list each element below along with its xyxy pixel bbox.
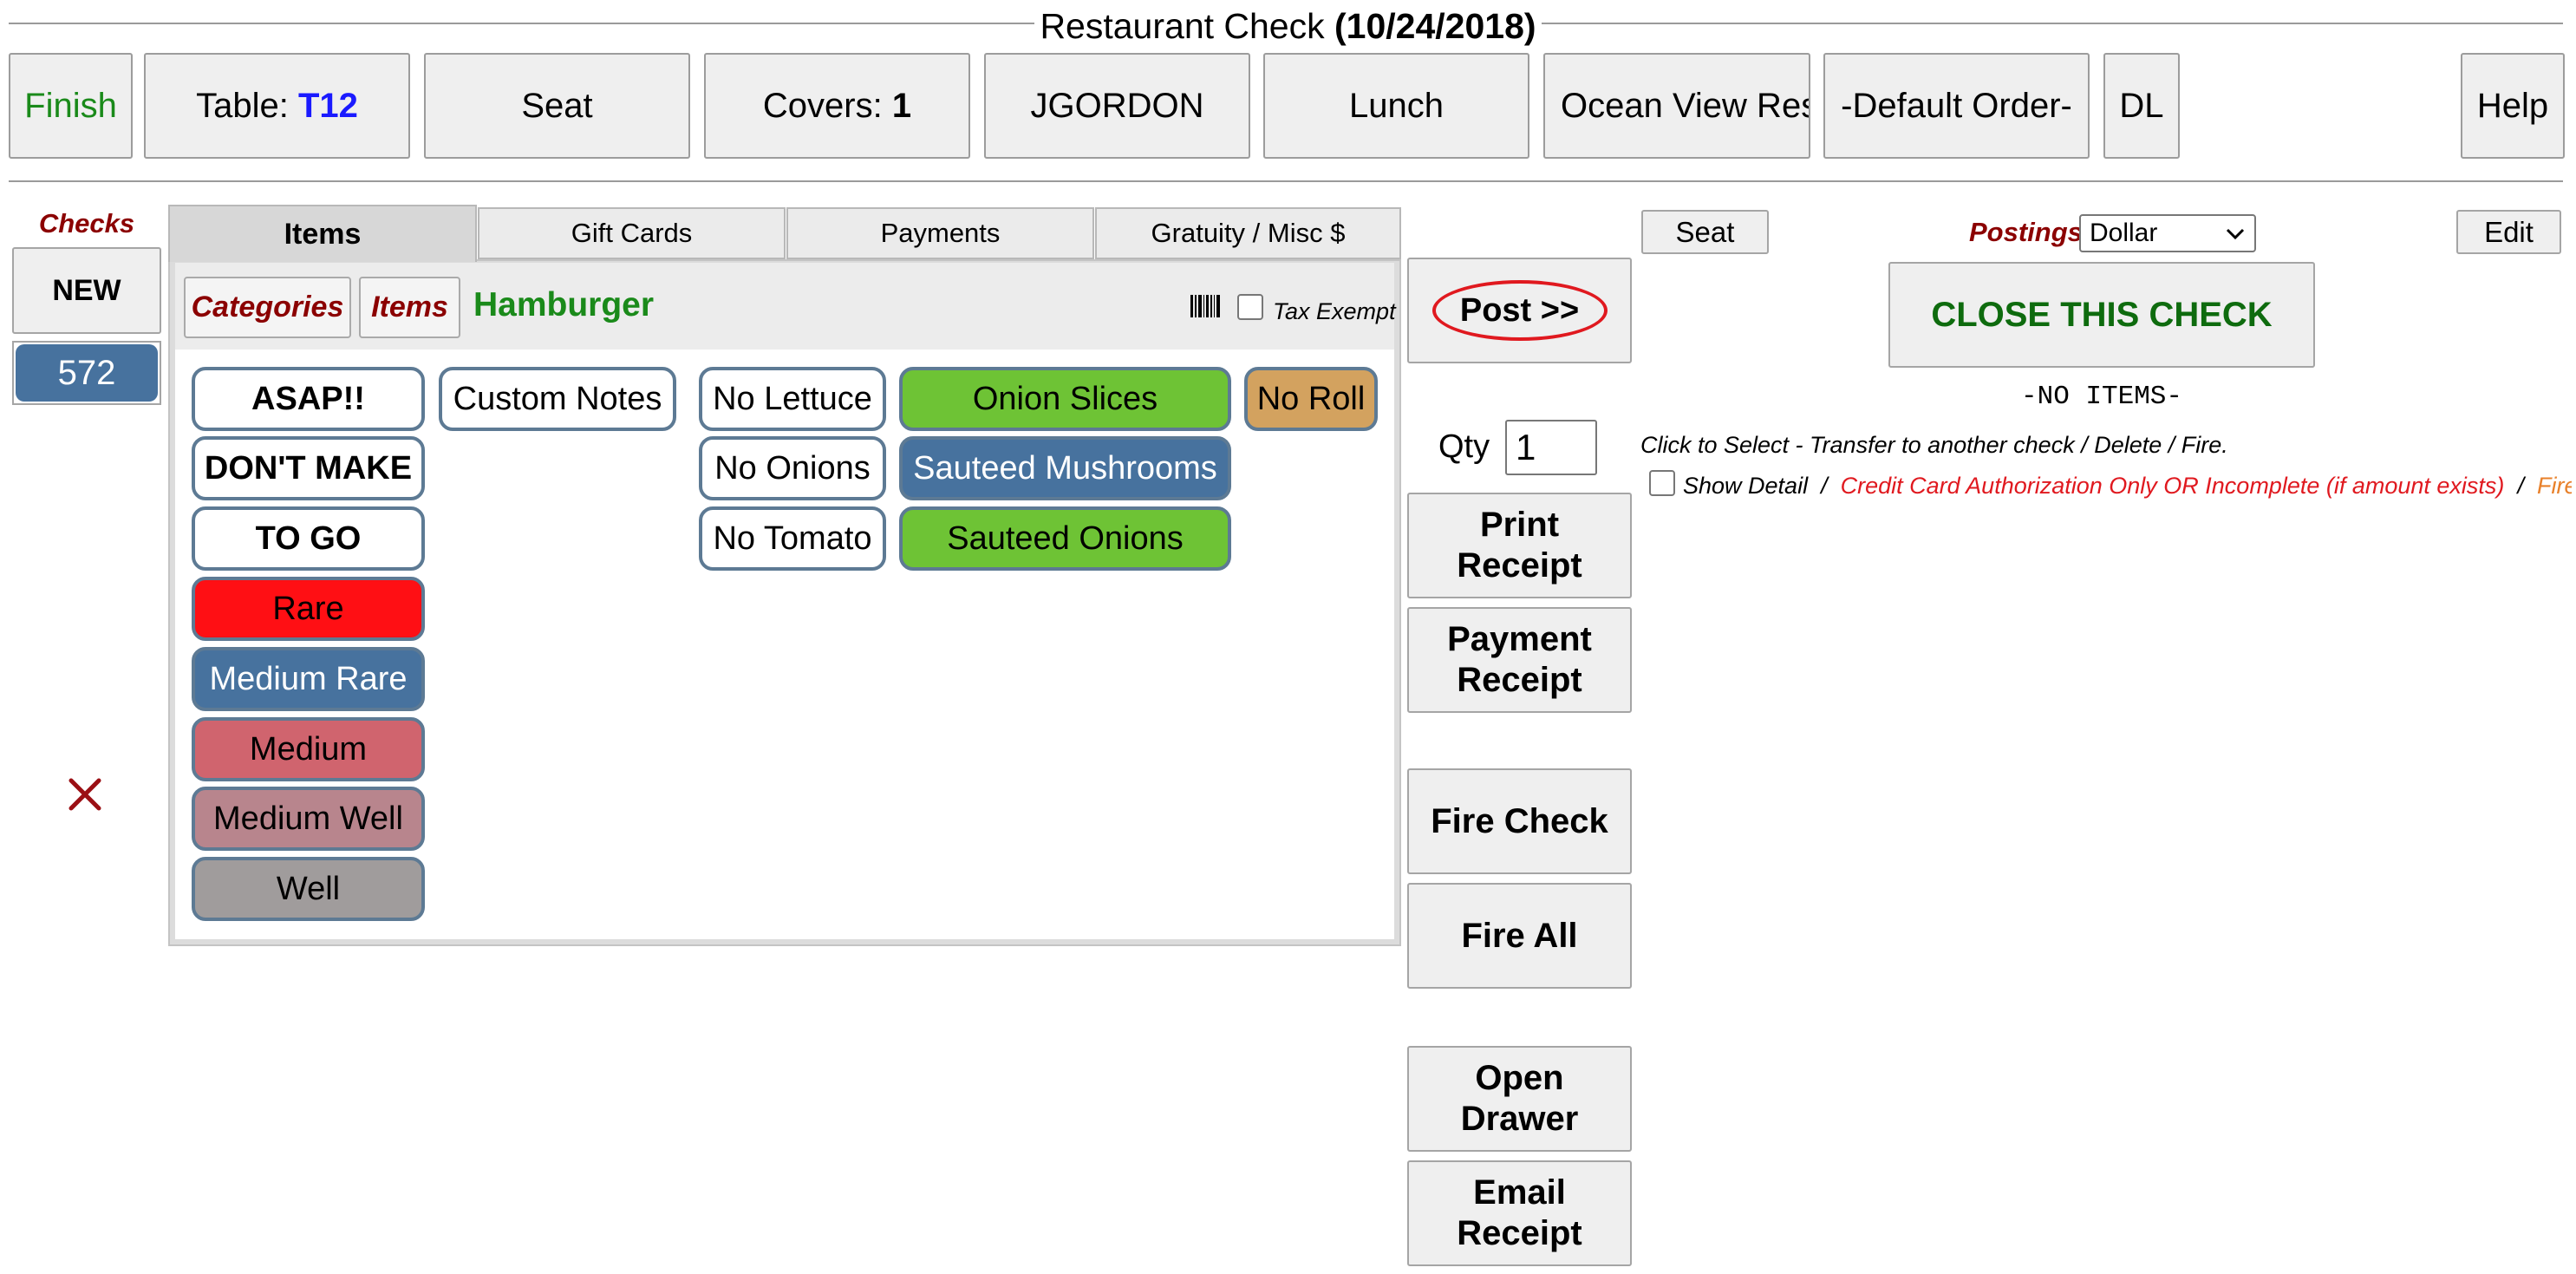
- cc-legend: Credit Card Authorization Only OR Incomp…: [1840, 473, 2505, 499]
- location-button[interactable]: Ocean View Restaurant: [1543, 53, 1810, 159]
- modifier-well[interactable]: Well: [192, 857, 425, 921]
- modifier-no-roll[interactable]: No Roll: [1244, 367, 1378, 431]
- modifier-onion-slices[interactable]: Onion Slices: [899, 367, 1231, 431]
- tab-gift-cards[interactable]: Gift Cards: [478, 207, 786, 259]
- modifier-medium-rare[interactable]: Medium Rare: [192, 647, 425, 711]
- tax-exempt-checkbox[interactable]: [1237, 294, 1263, 320]
- no-items-text: -NO ITEMS-: [2020, 382, 2183, 412]
- post-button[interactable]: Post >>: [1407, 258, 1632, 363]
- table-label: Table:: [196, 86, 289, 125]
- qty-input[interactable]: [1505, 420, 1597, 475]
- show-detail-checkbox[interactable]: [1649, 470, 1675, 496]
- new-check-button[interactable]: NEW: [12, 247, 161, 334]
- categories-button[interactable]: Categories: [184, 277, 351, 338]
- tab-payments[interactable]: Payments: [786, 207, 1094, 259]
- modifier-asap[interactable]: ASAP!!: [192, 367, 425, 431]
- modifier-medium-well[interactable]: Medium Well: [192, 787, 425, 851]
- current-item-title: Hamburger: [473, 286, 655, 323]
- server-button[interactable]: JGORDON: [984, 53, 1250, 159]
- hint-text: Click to Select - Transfer to another ch…: [1640, 432, 2228, 458]
- items-button[interactable]: Items: [359, 277, 460, 338]
- order-type-button[interactable]: -Default Order-: [1823, 53, 2090, 159]
- postings-value: Dollar: [2090, 219, 2158, 247]
- modifier-rare[interactable]: Rare: [192, 577, 425, 641]
- table-button[interactable]: Table: T12: [144, 53, 410, 159]
- chevron-down-icon: [2225, 219, 2246, 248]
- fire-all-button[interactable]: Fire All: [1407, 883, 1632, 989]
- fire-check-button[interactable]: Fire Check: [1407, 768, 1632, 874]
- finish-button[interactable]: Finish: [9, 53, 133, 159]
- checks-label: Checks: [38, 208, 135, 238]
- legend-line: Show Detail / Credit Card Authorization …: [1683, 473, 2572, 500]
- modifier-to-go[interactable]: TO GO: [192, 506, 425, 571]
- covers-value: 1: [891, 86, 912, 125]
- meal-period-button[interactable]: Lunch: [1263, 53, 1529, 159]
- show-detail-label: Show Detail: [1683, 473, 1809, 499]
- help-button[interactable]: Help: [2461, 53, 2565, 159]
- seat-button[interactable]: Seat: [424, 53, 690, 159]
- fired-legend: Fired: [2536, 473, 2572, 499]
- modifier-medium[interactable]: Medium: [192, 717, 425, 781]
- covers-label: Covers:: [762, 86, 883, 125]
- tab-items[interactable]: Items: [168, 205, 477, 262]
- postings-label: Postings: [1969, 217, 2083, 247]
- page-title: Restaurant Check (10/24/2018): [0, 2, 2576, 50]
- modifier-dont-make[interactable]: DON'T MAKE: [192, 436, 425, 500]
- modifier-custom-notes[interactable]: Custom Notes: [439, 367, 676, 431]
- table-value: T12: [297, 86, 358, 125]
- post-label: Post >>: [1431, 280, 1608, 341]
- modifier-sauteed-mushrooms[interactable]: Sauteed Mushrooms: [899, 436, 1231, 500]
- qty-label: Qty: [1438, 428, 1490, 465]
- separator: /: [2517, 473, 2524, 499]
- modifier-sauteed-onions[interactable]: Sauteed Onions: [899, 506, 1231, 571]
- tab-gratuity[interactable]: Gratuity / Misc $: [1095, 207, 1401, 259]
- title-text: Restaurant Check: [1040, 6, 1325, 46]
- modifier-no-tomato[interactable]: No Tomato: [699, 506, 886, 571]
- dl-button[interactable]: DL: [2103, 53, 2180, 159]
- modifier-no-lettuce[interactable]: No Lettuce: [699, 367, 886, 431]
- modifier-no-onions[interactable]: No Onions: [699, 436, 886, 500]
- seat-filter-button[interactable]: Seat: [1641, 210, 1769, 254]
- tax-exempt-label: Tax Exempt: [1273, 298, 1396, 324]
- separator: /: [1821, 473, 1828, 499]
- edit-button[interactable]: Edit: [2456, 210, 2561, 254]
- check-list-item[interactable]: 572: [12, 341, 161, 405]
- close-check-button[interactable]: CLOSE THIS CHECK: [1888, 262, 2315, 368]
- toolbar-rule: [9, 180, 2563, 182]
- barcode-icon[interactable]: [1190, 294, 1221, 318]
- close-icon[interactable]: [62, 772, 108, 817]
- title-date: (10/24/2018): [1334, 6, 1536, 46]
- covers-button[interactable]: Covers: 1: [704, 53, 970, 159]
- check-number: 572: [16, 344, 158, 402]
- postings-select[interactable]: Dollar: [2079, 214, 2256, 252]
